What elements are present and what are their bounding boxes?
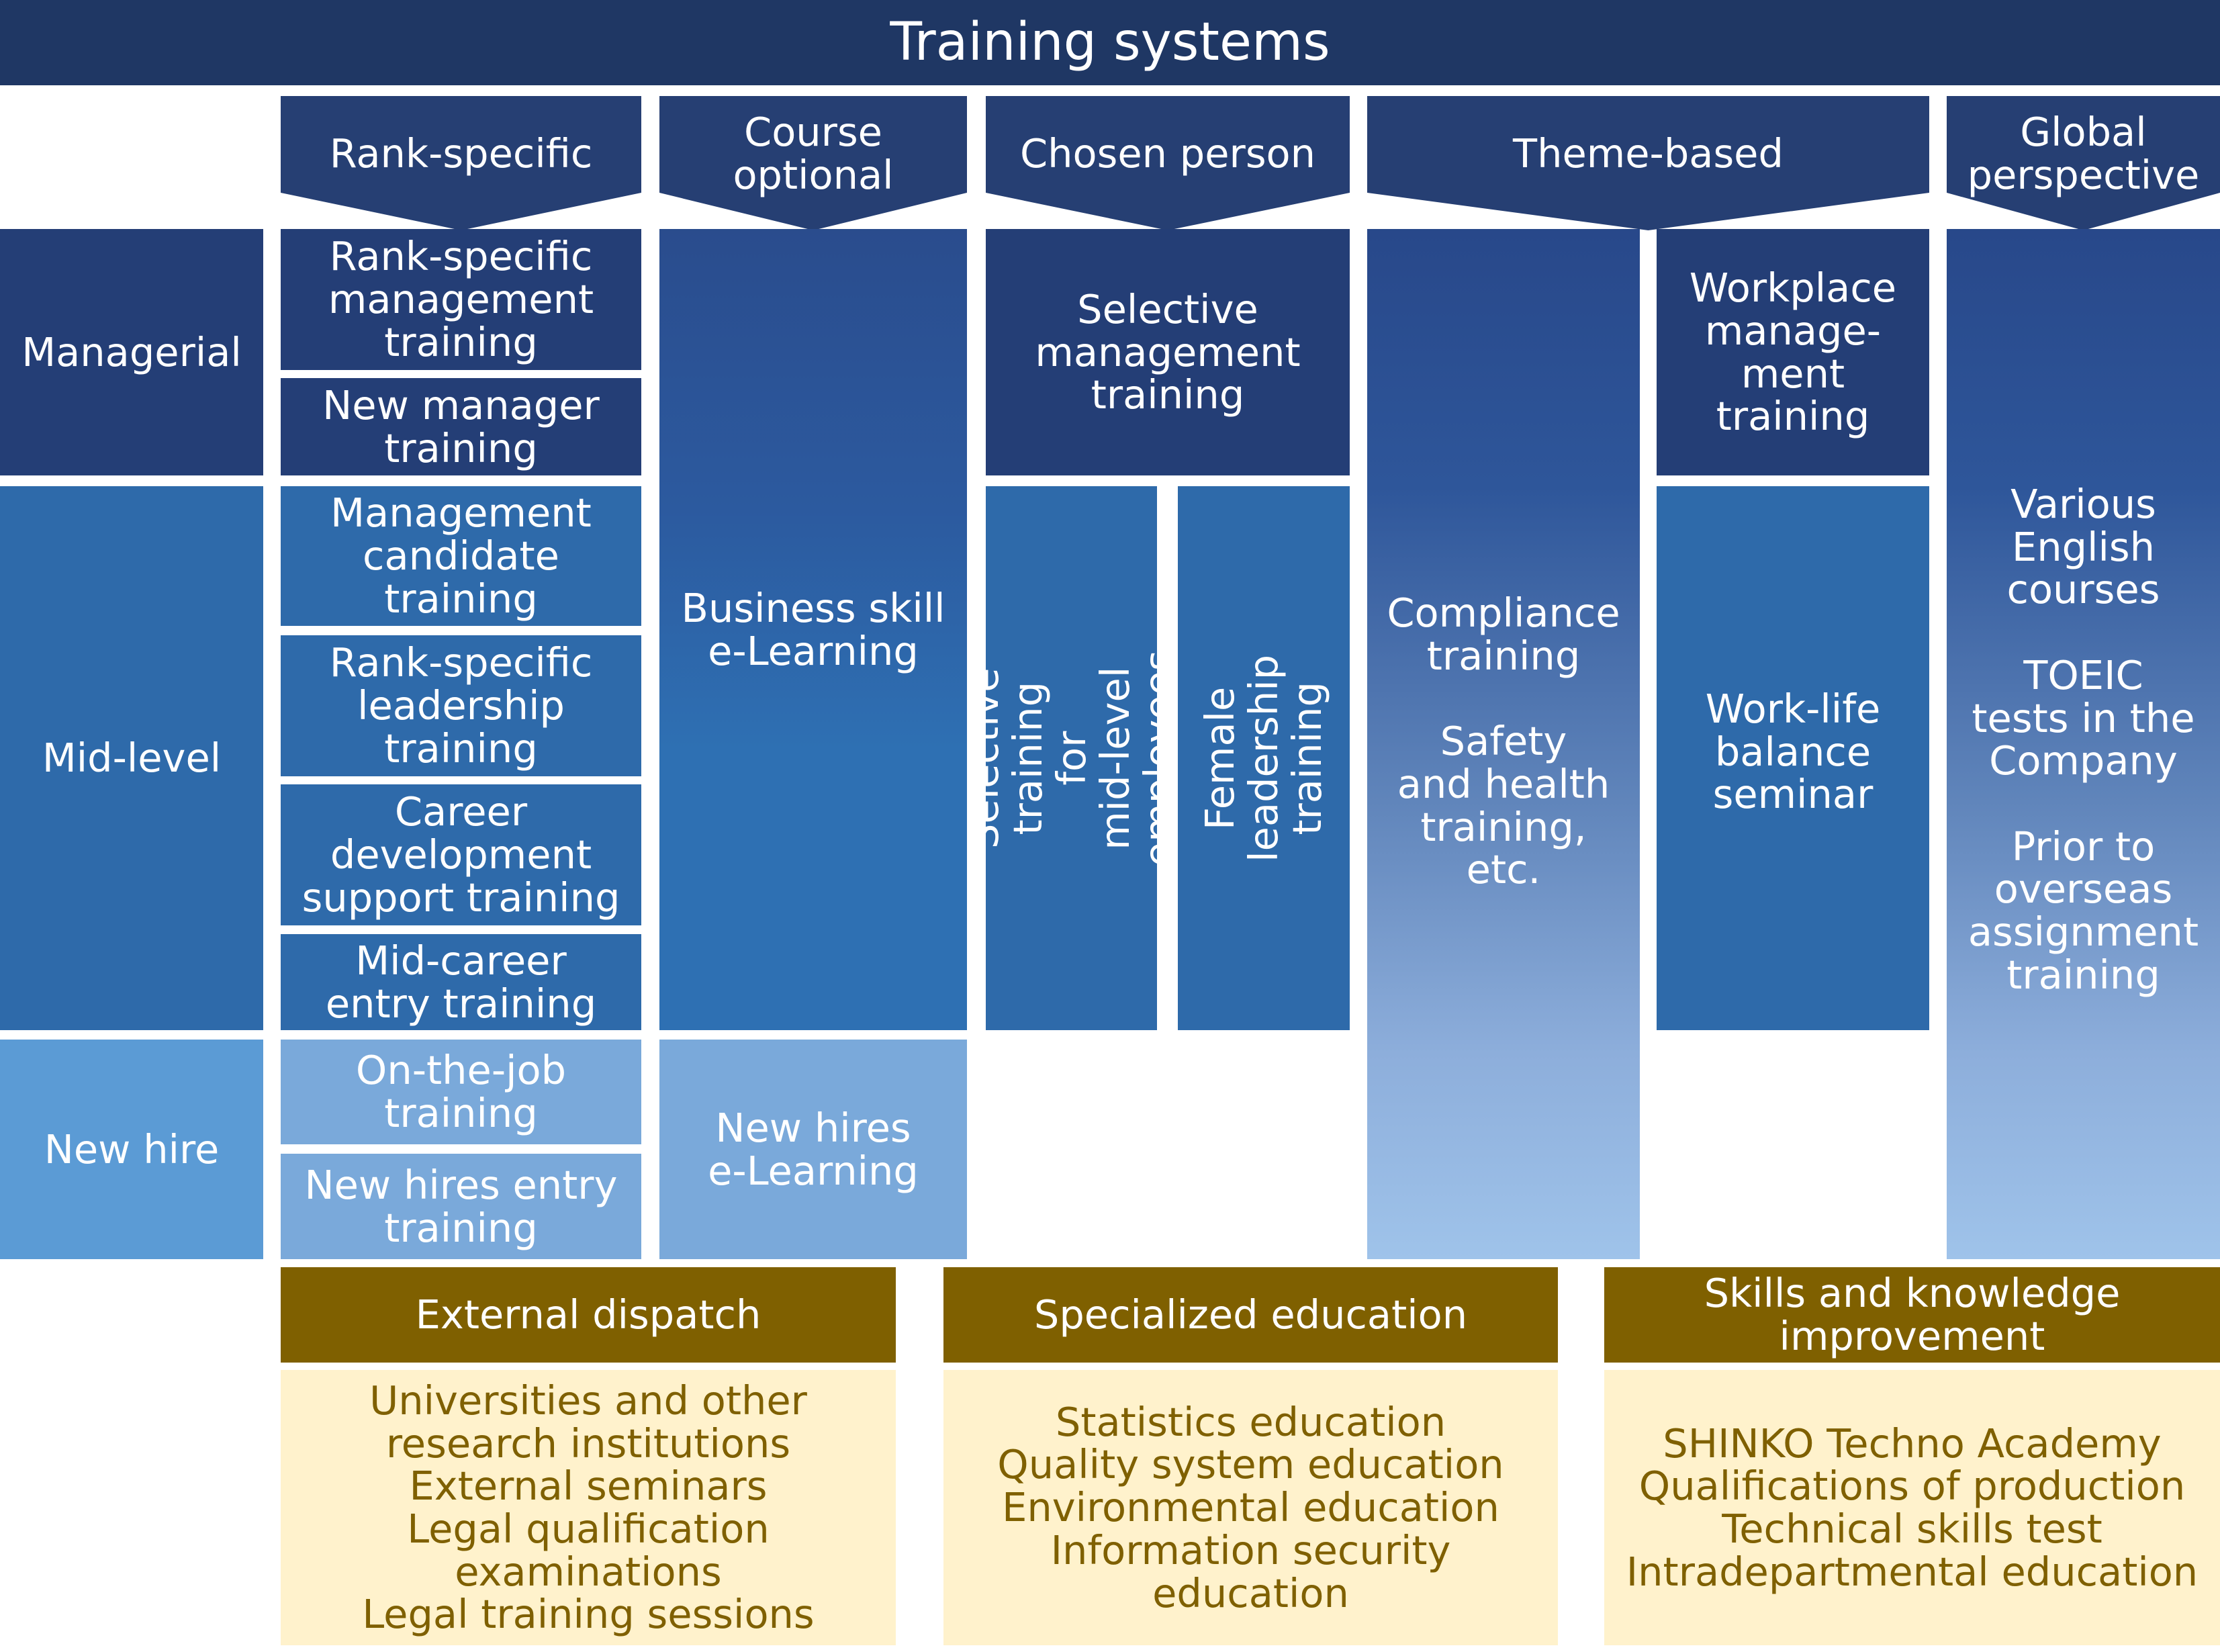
global-english-courses-label: Various English courses TOEIC tests in t…: [1968, 481, 2199, 998]
rank-specific-management-training: Rank-specific management training: [281, 229, 641, 370]
mid-career-entry-training-label: Mid-career entry training: [325, 937, 597, 1027]
row-label-new-hire: New hire: [0, 1040, 263, 1259]
rank-specific-leadership-training: Rank-specific leadership training: [281, 635, 641, 776]
business-skill-elearning: Business skill e-Learning: [659, 229, 967, 1030]
title-bar: Training systems: [0, 0, 2220, 85]
career-development-support-training: Career development support training: [281, 784, 641, 925]
column-header-chosen-person: Chosen person: [986, 96, 1350, 230]
skills-knowledge-body: SHINKO Techno Academy Qualifications of …: [1604, 1370, 2220, 1645]
management-candidate-training: Management candidate training: [281, 486, 641, 626]
column-label-course-optional: Course optional: [733, 109, 894, 198]
new-hires-entry-training: New hires entry training: [281, 1154, 641, 1259]
selective-training-mid-level-label: Selective training for mid-level employe…: [960, 650, 1181, 866]
row-label-mid-level: Mid-level: [0, 486, 263, 1030]
work-life-balance-seminar-label: Work-life balance seminar: [1705, 686, 1881, 818]
on-the-job-training-label: On-the-job training: [355, 1047, 567, 1136]
column-label-chosen-person: Chosen person: [1019, 130, 1316, 177]
specialized-education-header: Specialized education: [943, 1267, 1558, 1363]
row-label-managerial: Managerial: [0, 229, 263, 475]
external-dispatch-body: Universities and other research institut…: [281, 1370, 896, 1645]
column-header-rank-specific: Rank-specific: [281, 96, 641, 230]
compliance-safety-training-label: Compliance training Safety and health tr…: [1387, 590, 1620, 893]
external-dispatch-title: External dispatch: [415, 1291, 761, 1338]
global-english-courses: Various English courses TOEIC tests in t…: [1947, 229, 2220, 1259]
external-dispatch-header: External dispatch: [281, 1267, 896, 1363]
new-hires-elearning: New hires e-Learning: [659, 1040, 967, 1259]
workplace-management-training-label: Workplace manage- ment training: [1689, 265, 1897, 440]
row-label-new-hire-text: New hire: [44, 1126, 220, 1173]
new-manager-training-label: New manager training: [322, 381, 600, 471]
compliance-safety-training: Compliance training Safety and health tr…: [1367, 229, 1640, 1259]
workplace-management-training: Workplace manage- ment training: [1657, 229, 1929, 475]
female-leadership-training: Female leadership training: [1178, 486, 1350, 1030]
specialized-education-title: Specialized education: [1033, 1291, 1468, 1338]
column-header-global-perspective: Global perspective: [1947, 96, 2220, 230]
selective-management-training-label: Selective management training: [1035, 285, 1301, 418]
column-header-theme-based: Theme-based: [1367, 96, 1929, 230]
column-header-course-optional: Course optional: [659, 96, 967, 230]
page-title: Training systems: [890, 12, 1330, 73]
column-label-rank-specific: Rank-specific: [329, 130, 593, 177]
specialized-education-body: Statistics education Quality system educ…: [943, 1370, 1558, 1645]
on-the-job-training: On-the-job training: [281, 1040, 641, 1144]
mid-career-entry-training: Mid-career entry training: [281, 934, 641, 1030]
row-label-mid-level-text: Mid-level: [42, 735, 222, 782]
female-leadership-training-label: Female leadership training: [1196, 654, 1330, 862]
external-dispatch-list: Universities and other research institut…: [362, 1377, 815, 1638]
new-manager-training: New manager training: [281, 378, 641, 475]
rank-specific-management-training-label: Rank-specific management training: [328, 233, 594, 365]
skills-knowledge-title: Skills and knowledge improvement: [1704, 1270, 2121, 1359]
management-candidate-training-label: Management candidate training: [330, 490, 592, 622]
new-hires-entry-training-label: New hires entry training: [304, 1161, 618, 1251]
column-label-theme-based: Theme-based: [1513, 130, 1784, 177]
skills-knowledge-list: SHINKO Techno Academy Qualifications of …: [1626, 1420, 2199, 1595]
new-hires-elearning-label: New hires e-Learning: [708, 1104, 919, 1194]
selective-training-mid-level: Selective training for mid-level employe…: [960, 486, 1181, 1030]
skills-knowledge-header: Skills and knowledge improvement: [1604, 1267, 2220, 1363]
career-development-support-training-label: Career development support training: [302, 788, 620, 921]
row-label-managerial-text: Managerial: [21, 328, 242, 375]
rank-specific-leadership-training-label: Rank-specific leadership training: [329, 639, 593, 772]
column-label-global-perspective: Global perspective: [1967, 109, 2200, 198]
specialized-education-list: Statistics education Quality system educ…: [997, 1398, 1504, 1616]
business-skill-elearning-label: Business skill e-Learning: [681, 584, 945, 674]
selective-management-training: Selective management training: [986, 229, 1350, 475]
work-life-balance-seminar: Work-life balance seminar: [1657, 486, 1929, 1030]
